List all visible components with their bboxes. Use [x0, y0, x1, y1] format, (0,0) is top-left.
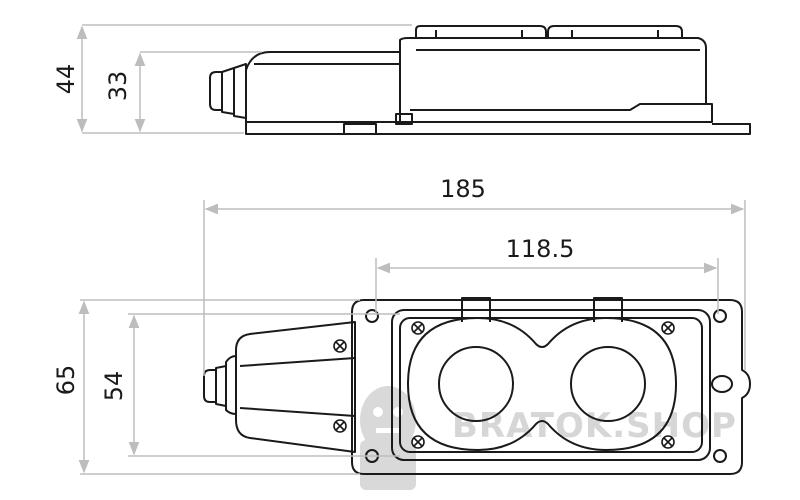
dim-label-65: 65 [52, 365, 80, 396]
screw-icon [661, 435, 675, 449]
plan-lid [391, 309, 711, 461]
dim-label-54: 54 [100, 371, 128, 402]
side-button-cover-right [547, 25, 683, 38]
mount-hole-br [713, 449, 727, 463]
side-foot-block [395, 113, 413, 125]
hinge-tab-left [461, 297, 491, 322]
plan-cable-gland [203, 369, 217, 403]
plan-housing-outer [351, 299, 751, 475]
plan-entry-line-top [239, 357, 356, 367]
side-mount-foot-left [343, 123, 377, 134]
watermark-logo-icon [360, 386, 416, 490]
button-left [438, 346, 514, 422]
dim-label-185: 185 [440, 175, 486, 203]
screw-icon [333, 339, 347, 353]
side-lid-line [410, 103, 706, 111]
lid-screws [333, 321, 675, 449]
plan-gland-ring-2 [225, 355, 237, 415]
plan-gland-ring [215, 365, 227, 407]
side-button-cover-left [415, 25, 547, 38]
screw-icon [333, 419, 347, 433]
screw-icon [661, 321, 675, 335]
screw-icon [411, 321, 425, 335]
screw-icon [411, 435, 425, 449]
hinge-tab-right [593, 297, 623, 322]
dim-label-118-5: 118.5 [506, 235, 575, 263]
side-housing [399, 37, 713, 123]
dim-label-33: 33 [104, 71, 132, 102]
side-gland-ring [221, 67, 235, 115]
mount-hole-tr [713, 309, 727, 323]
watermark: BRATOK.SHOP [360, 386, 737, 490]
plan-view [203, 297, 751, 475]
plan-entry-body [235, 321, 356, 453]
plan-lid-inner [399, 317, 703, 453]
side-mount-foot-right [712, 123, 751, 134]
hanging-eye [711, 375, 733, 393]
watermark-text: BRATOK.SHOP [452, 406, 737, 446]
plan-dimensions [78, 200, 746, 475]
mount-hole-tl [365, 309, 379, 323]
side-gland-ring-2 [233, 63, 247, 119]
side-view [209, 25, 751, 135]
button-right [570, 346, 646, 422]
plan-entry-line-bottom [239, 407, 356, 417]
plan-button-well [407, 317, 677, 451]
side-base-plate [245, 122, 751, 135]
side-entry-body [245, 51, 401, 123]
dim-label-44: 44 [52, 64, 80, 95]
side-cable-gland [209, 71, 223, 111]
side-dimensions [76, 24, 412, 134]
